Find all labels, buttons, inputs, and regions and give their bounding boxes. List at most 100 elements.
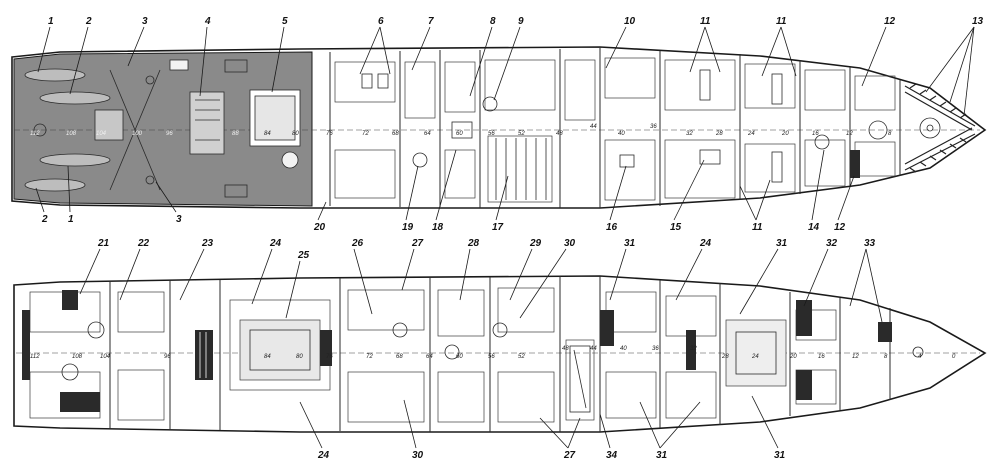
lower-callouts-top: 21 22 23 24 25 26 27 28 29 30 31 24 31 xyxy=(79,238,883,323)
frame-label: 12 xyxy=(852,354,859,360)
callout-label: 17 xyxy=(492,222,504,233)
frame-label: 16 xyxy=(818,354,825,360)
frame-label: 108 xyxy=(66,131,77,137)
frame-label: 20 xyxy=(781,131,789,137)
upper-callouts-top: 1 2 3 4 5 6 7 8 9 10 11 11 xyxy=(37,16,984,117)
callout-label: 16 xyxy=(606,222,618,233)
lower-fixtures xyxy=(22,290,924,413)
frame-label: 60 xyxy=(456,131,463,137)
frame-label: 44 xyxy=(590,124,597,130)
frame-label: 8 xyxy=(888,131,892,137)
upper-compartments xyxy=(329,48,901,208)
callout-label: 8 xyxy=(490,16,496,27)
callout-label: 31 xyxy=(624,238,636,249)
frame-label: 112 xyxy=(30,131,40,137)
callout-label: 27 xyxy=(411,238,424,249)
callout-label: 30 xyxy=(412,450,424,461)
frame-label: 68 xyxy=(392,131,399,137)
frame-label: 64 xyxy=(426,354,433,360)
frame-label: 16 xyxy=(812,131,819,137)
upper-callouts-bottom: 2 1 3 20 19 18 17 16 15 11 14 12 xyxy=(35,149,855,233)
frame-label: 24 xyxy=(751,354,759,360)
frame-label: 72 xyxy=(362,131,369,137)
callout-label: 1 xyxy=(48,16,54,27)
callout-label: 2 xyxy=(41,214,48,225)
callout-label: 5 xyxy=(282,16,288,27)
frame-label: 80 xyxy=(296,354,303,360)
callout-label: 7 xyxy=(428,16,434,27)
frame-label: 100 xyxy=(132,131,143,137)
frame-label: 48 xyxy=(562,346,569,352)
frame-label: 76 xyxy=(326,354,333,360)
callout-label: 13 xyxy=(972,16,984,27)
frame-label: 60 xyxy=(456,354,463,360)
frame-label: 0 xyxy=(952,354,956,360)
frame-label: 56 xyxy=(488,131,495,137)
frame-label: 28 xyxy=(721,354,729,360)
helicopter-deck-area xyxy=(13,51,313,207)
lower-callouts-bottom: 24 30 27 34 31 31 xyxy=(299,395,786,461)
frame-label: 84 xyxy=(264,131,271,137)
callout-label: 1 xyxy=(68,214,74,225)
callout-label: 2 xyxy=(85,16,92,27)
frame-label: 96 xyxy=(164,354,171,360)
frame-label: 68 xyxy=(396,354,403,360)
frame-label: 84 xyxy=(264,354,271,360)
frame-label: 52 xyxy=(518,354,525,360)
frame-label: 36 xyxy=(652,346,659,352)
callout-label: 27 xyxy=(563,450,576,461)
frame-label: 32 xyxy=(686,131,693,137)
callout-label: 19 xyxy=(402,222,414,233)
frame-label: 104 xyxy=(96,131,107,137)
frame-label: 36 xyxy=(650,124,657,130)
frame-label: 40 xyxy=(618,131,625,137)
frame-label: 4 xyxy=(918,354,922,360)
frame-label: 64 xyxy=(424,131,431,137)
frame-label: 108 xyxy=(72,354,83,360)
aft-deck-equipment xyxy=(24,59,301,198)
frame-label: 12 xyxy=(846,131,853,137)
callout-label: 6 xyxy=(378,16,384,27)
callout-label: 28 xyxy=(467,238,480,249)
frame-label: 80 xyxy=(292,131,299,137)
callout-label: 24 xyxy=(269,238,282,249)
callout-label: 24 xyxy=(699,238,712,249)
callout-label: 33 xyxy=(864,238,876,249)
upper-fixtures xyxy=(361,69,941,183)
callout-label: 3 xyxy=(142,16,148,27)
frame-label: 76 xyxy=(326,131,333,137)
frame-label: 20 xyxy=(789,354,797,360)
callout-label: 11 xyxy=(700,16,711,27)
callout-label: 18 xyxy=(432,222,444,233)
callout-label: 31 xyxy=(776,238,788,249)
upper-bow-hatching xyxy=(904,83,976,173)
frame-label: 48 xyxy=(556,131,563,137)
callout-label: 22 xyxy=(137,238,150,249)
frame-label: 112 xyxy=(30,354,40,360)
upper-frame-labels: 112 108 104 100 96 88 84 80 76 72 68 64 … xyxy=(30,124,892,137)
callout-label: 4 xyxy=(204,16,211,27)
callout-label: 29 xyxy=(529,238,542,249)
frame-label: 72 xyxy=(366,354,373,360)
callout-label: 12 xyxy=(834,222,846,233)
callout-label: 9 xyxy=(518,16,524,27)
frame-label: 24 xyxy=(747,131,755,137)
callout-label: 15 xyxy=(670,222,682,233)
callout-label: 34 xyxy=(606,450,618,461)
callout-label: 12 xyxy=(884,16,896,27)
callout-label: 3 xyxy=(176,214,182,225)
callout-label: 23 xyxy=(201,238,214,249)
frame-label: 104 xyxy=(100,354,111,360)
callout-label: 31 xyxy=(656,450,668,461)
frame-label: 40 xyxy=(620,346,627,352)
callout-label: 24 xyxy=(317,450,330,461)
callout-label: 31 xyxy=(774,450,786,461)
frame-label: 52 xyxy=(518,131,525,137)
frame-label: 32 xyxy=(690,346,697,352)
lower-deck: 112 108 104 96 84 80 76 72 68 64 60 56 5… xyxy=(13,238,987,461)
callout-label: 25 xyxy=(297,250,310,261)
callout-label: 21 xyxy=(97,238,110,249)
callout-label: 30 xyxy=(564,238,576,249)
callout-label: 32 xyxy=(826,238,838,249)
